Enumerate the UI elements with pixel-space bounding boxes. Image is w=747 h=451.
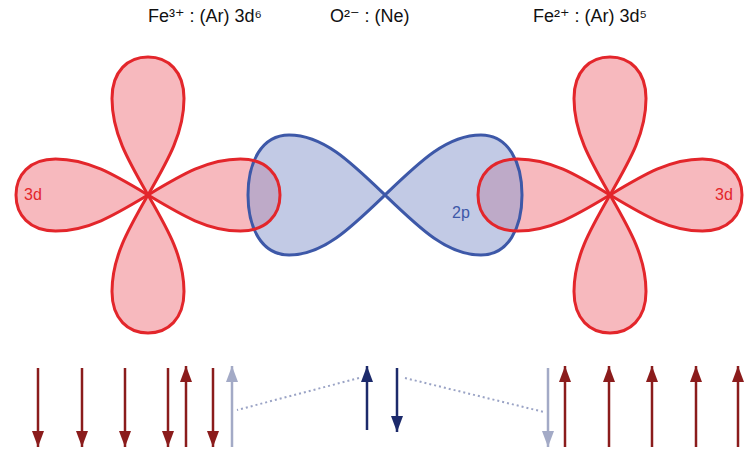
spin-up-arrow [366, 366, 369, 430]
transferred-spin-arrow [547, 368, 550, 447]
d-orbital-fill [16, 57, 742, 333]
d-lobe [610, 159, 742, 231]
d-lobe [16, 159, 148, 231]
orbital-label: 3d [24, 185, 42, 204]
spin-up-arrow [564, 366, 567, 447]
exchange-lines [237, 378, 544, 412]
o-spins [367, 366, 397, 432]
d-lobe [112, 195, 184, 333]
d-lobe-outline [478, 159, 610, 231]
d-orbital-outline [16, 57, 742, 333]
p-lobe [248, 135, 385, 255]
transferred-spin-arrow [231, 366, 234, 447]
spin-down-arrow [81, 368, 84, 447]
p-orbital [248, 135, 522, 255]
spin-up-arrow [695, 366, 698, 447]
spin-down-arrow [37, 368, 40, 447]
spin-down-arrow [396, 368, 399, 432]
spin-down-arrow [167, 368, 170, 447]
fe2-spins [565, 366, 738, 447]
d-lobe-outline [16, 159, 148, 231]
fe3-spins [38, 366, 213, 447]
orbital-label: 3d [715, 185, 733, 204]
d-lobe-outline [112, 57, 184, 195]
d-lobe [112, 57, 184, 195]
spin-up-arrow [185, 366, 188, 447]
orbital-label: 2p [452, 203, 470, 222]
d-lobe [574, 57, 646, 195]
ion-configuration: O²⁻ : (Ne) [330, 6, 410, 28]
d-lobe-outline [574, 57, 646, 195]
spin-up-arrow [651, 366, 654, 447]
spin-down-arrow [212, 368, 215, 447]
dotted-line [405, 378, 544, 412]
d-lobe-outline [610, 159, 742, 231]
ion-configuration: Fe³⁺ : (Ar) 3d⁶ [148, 6, 262, 28]
d-lobe-outline [574, 195, 646, 333]
d-lobe-outline [148, 159, 280, 231]
p-lobe [385, 135, 522, 255]
ion-configuration: Fe²⁺ : (Ar) 3d⁵ [533, 6, 647, 28]
spin-up-arrow [737, 366, 740, 447]
spin-down-arrow [124, 368, 127, 447]
spin-up-arrow [608, 366, 611, 447]
d-lobe [574, 195, 646, 333]
d-lobe-outline [112, 195, 184, 333]
dotted-line [237, 378, 359, 410]
